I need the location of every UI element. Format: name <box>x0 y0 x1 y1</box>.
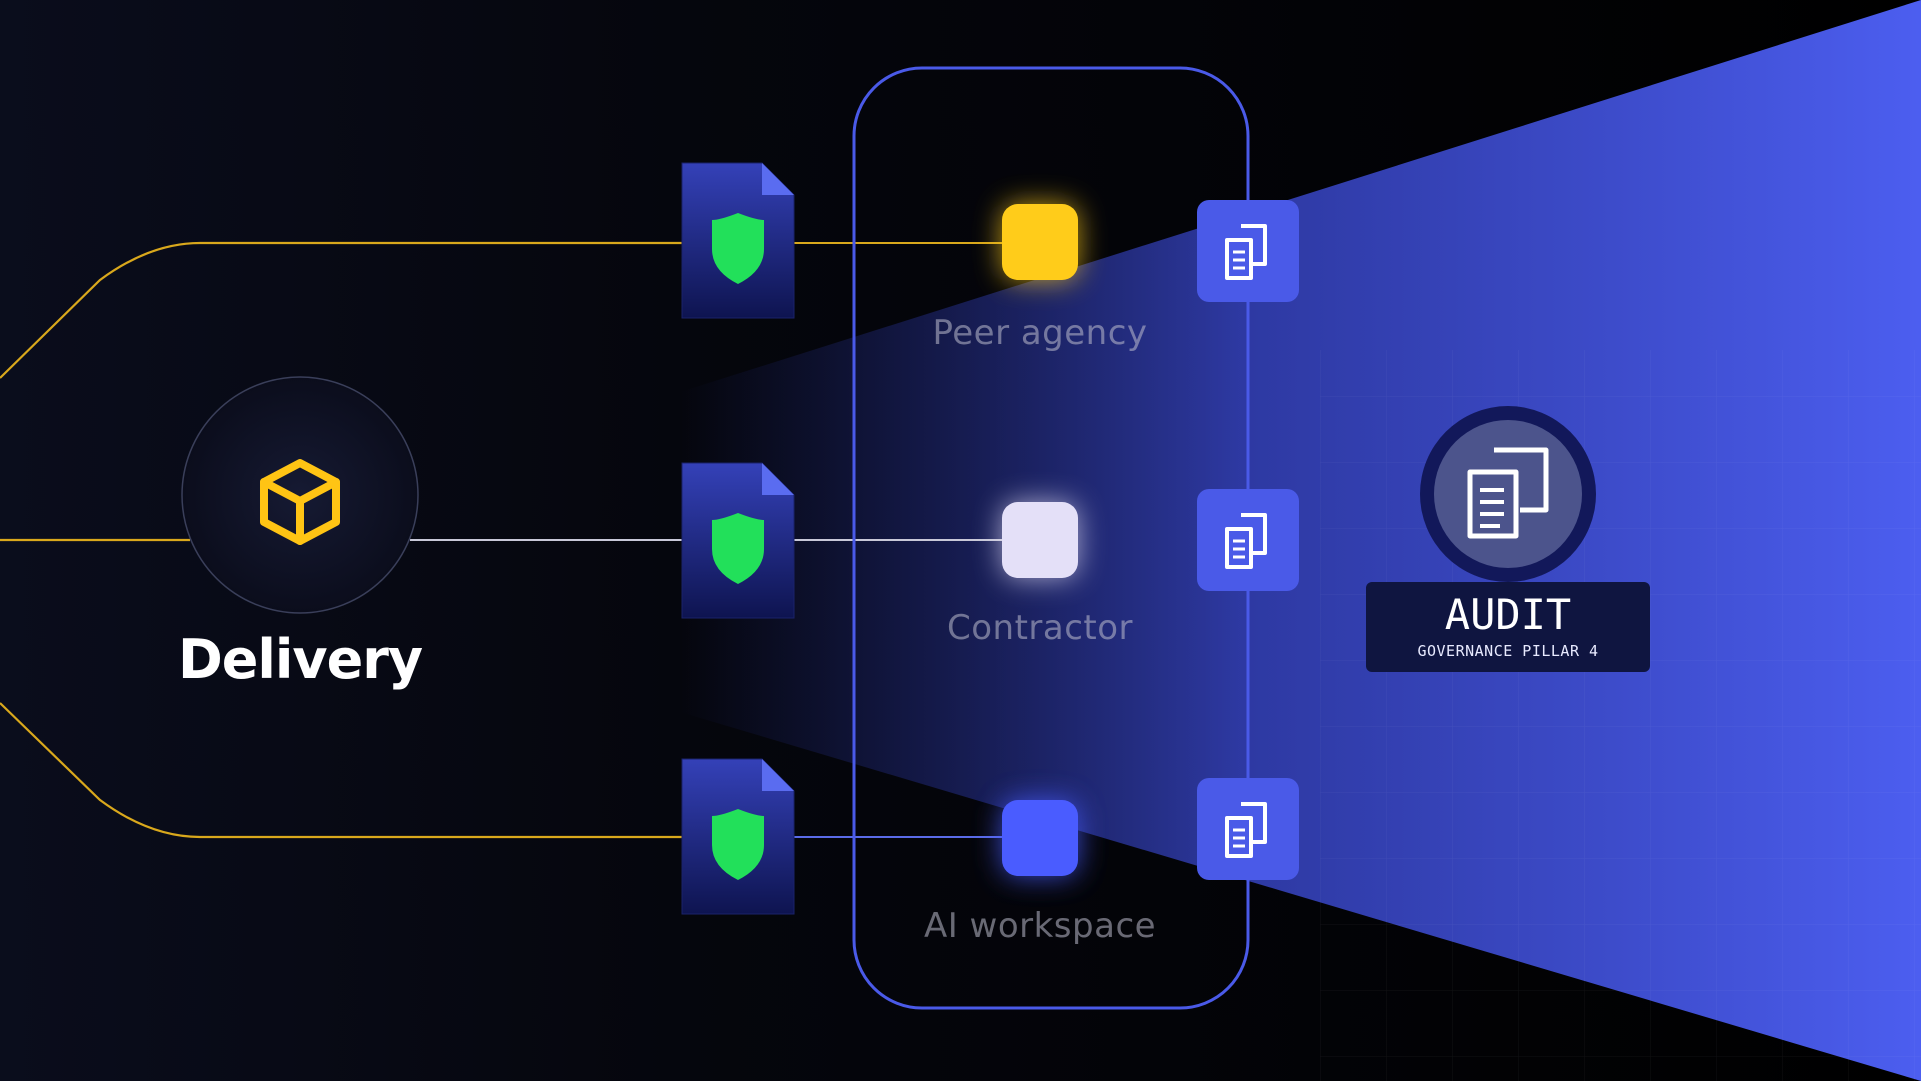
shield-document-icon <box>681 758 795 915</box>
shield-document-icon <box>681 162 795 319</box>
node-peer-agency <box>1002 204 1078 280</box>
lane-label-ai-workspace: AI workspace <box>923 906 1157 946</box>
audit-copy-icon-peer-agency <box>1197 200 1299 302</box>
node-ai-workspace <box>1002 800 1078 876</box>
lane-label-contractor: Contractor <box>946 608 1134 648</box>
connector-top <box>0 241 690 379</box>
delivery-label: Delivery <box>177 628 423 691</box>
node-contractor <box>1002 502 1078 578</box>
cube-icon <box>260 459 340 545</box>
audit-hub <box>1420 406 1596 582</box>
shield-document-icon <box>681 462 795 619</box>
connector-bottom <box>0 702 690 839</box>
audit-subtitle: GOVERNANCE PILLAR 4 <box>1417 642 1599 660</box>
audit-title: AUDIT <box>1444 590 1572 639</box>
lane-label-peer-agency: Peer agency <box>932 313 1148 353</box>
delivery-node <box>181 376 419 614</box>
copy-document-icon <box>1467 447 1549 539</box>
audit-copy-icon-contractor <box>1197 489 1299 591</box>
audit-card: AUDIT GOVERNANCE PILLAR 4 <box>1366 582 1650 672</box>
beam-grid <box>1320 350 1921 1081</box>
audit-copy-icon-ai-workspace <box>1197 778 1299 880</box>
